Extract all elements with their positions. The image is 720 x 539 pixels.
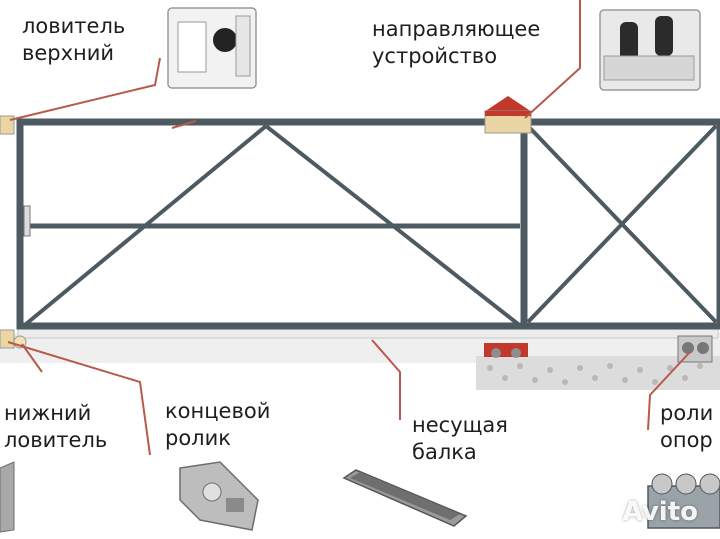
support-rollers-image <box>647 473 720 529</box>
upper-catcher-label-line1: ловитель <box>22 14 126 38</box>
carriage-roller <box>511 348 521 358</box>
lower-catcher-image <box>0 461 15 533</box>
end-roller-label-line2: ролик <box>165 426 231 450</box>
carrier-beam-label-line2: балка <box>412 440 477 464</box>
guide-device-label: направляющее устройство <box>372 16 540 70</box>
guide-bracket-roof <box>484 96 532 112</box>
gate-handle <box>23 205 31 237</box>
carrier-beam-label-line1: несущая <box>412 413 508 437</box>
guide-device-label-line2: устройство <box>372 44 498 68</box>
support-rollers-label: роли опор <box>660 400 713 454</box>
lower-catcher-label: нижний ловитель <box>4 400 107 454</box>
gate-frame <box>16 118 720 330</box>
carriage-roller <box>491 348 501 358</box>
lower-catcher-label-line1: нижний <box>4 401 92 425</box>
support-rollers-label-line1: роли <box>660 401 714 425</box>
end-roller-label: концевой ролик <box>165 398 270 452</box>
lower-catcher-mount <box>0 329 15 349</box>
leader-lines <box>7 0 691 456</box>
upper-catcher-label: ловитель верхний <box>22 13 125 67</box>
carrier-beam-label: несущая балка <box>412 412 508 466</box>
end-roller-label-line1: концевой <box>165 399 271 423</box>
guide-device-label-line1: направляющее <box>372 17 541 41</box>
end-roller-image <box>179 461 259 531</box>
foundation-texture <box>487 363 703 385</box>
carrier-beam-image <box>342 469 468 527</box>
support-rollers-label-line2: опор <box>660 428 713 452</box>
lower-catcher-label-line2: ловитель <box>4 428 108 452</box>
carriage-bracket <box>484 343 528 357</box>
upper-catcher-label-line2: верхний <box>22 41 115 65</box>
guide-device-image <box>599 9 701 91</box>
avito-watermark: Avito <box>622 497 698 527</box>
support-roller-wheel <box>682 342 694 354</box>
support-roller-wheel <box>697 342 709 354</box>
guide-bracket-base <box>485 111 531 116</box>
upper-catcher-image <box>167 7 257 89</box>
